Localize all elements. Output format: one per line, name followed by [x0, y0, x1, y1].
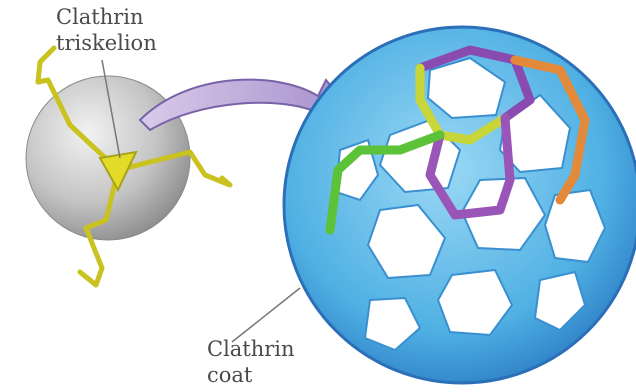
coat-label: Clathrin coat — [207, 336, 295, 388]
clathrin-cage — [284, 27, 636, 383]
coat-label-line-2: coat — [207, 362, 295, 388]
coat-leader-line — [232, 288, 300, 342]
triskelion-label: Clathrin triskelion — [56, 4, 157, 56]
triskelion-label-line-1: Clathrin — [56, 4, 157, 30]
triskelion-label-line-2: triskelion — [56, 30, 157, 56]
coat-label-line-1: Clathrin — [207, 336, 295, 362]
